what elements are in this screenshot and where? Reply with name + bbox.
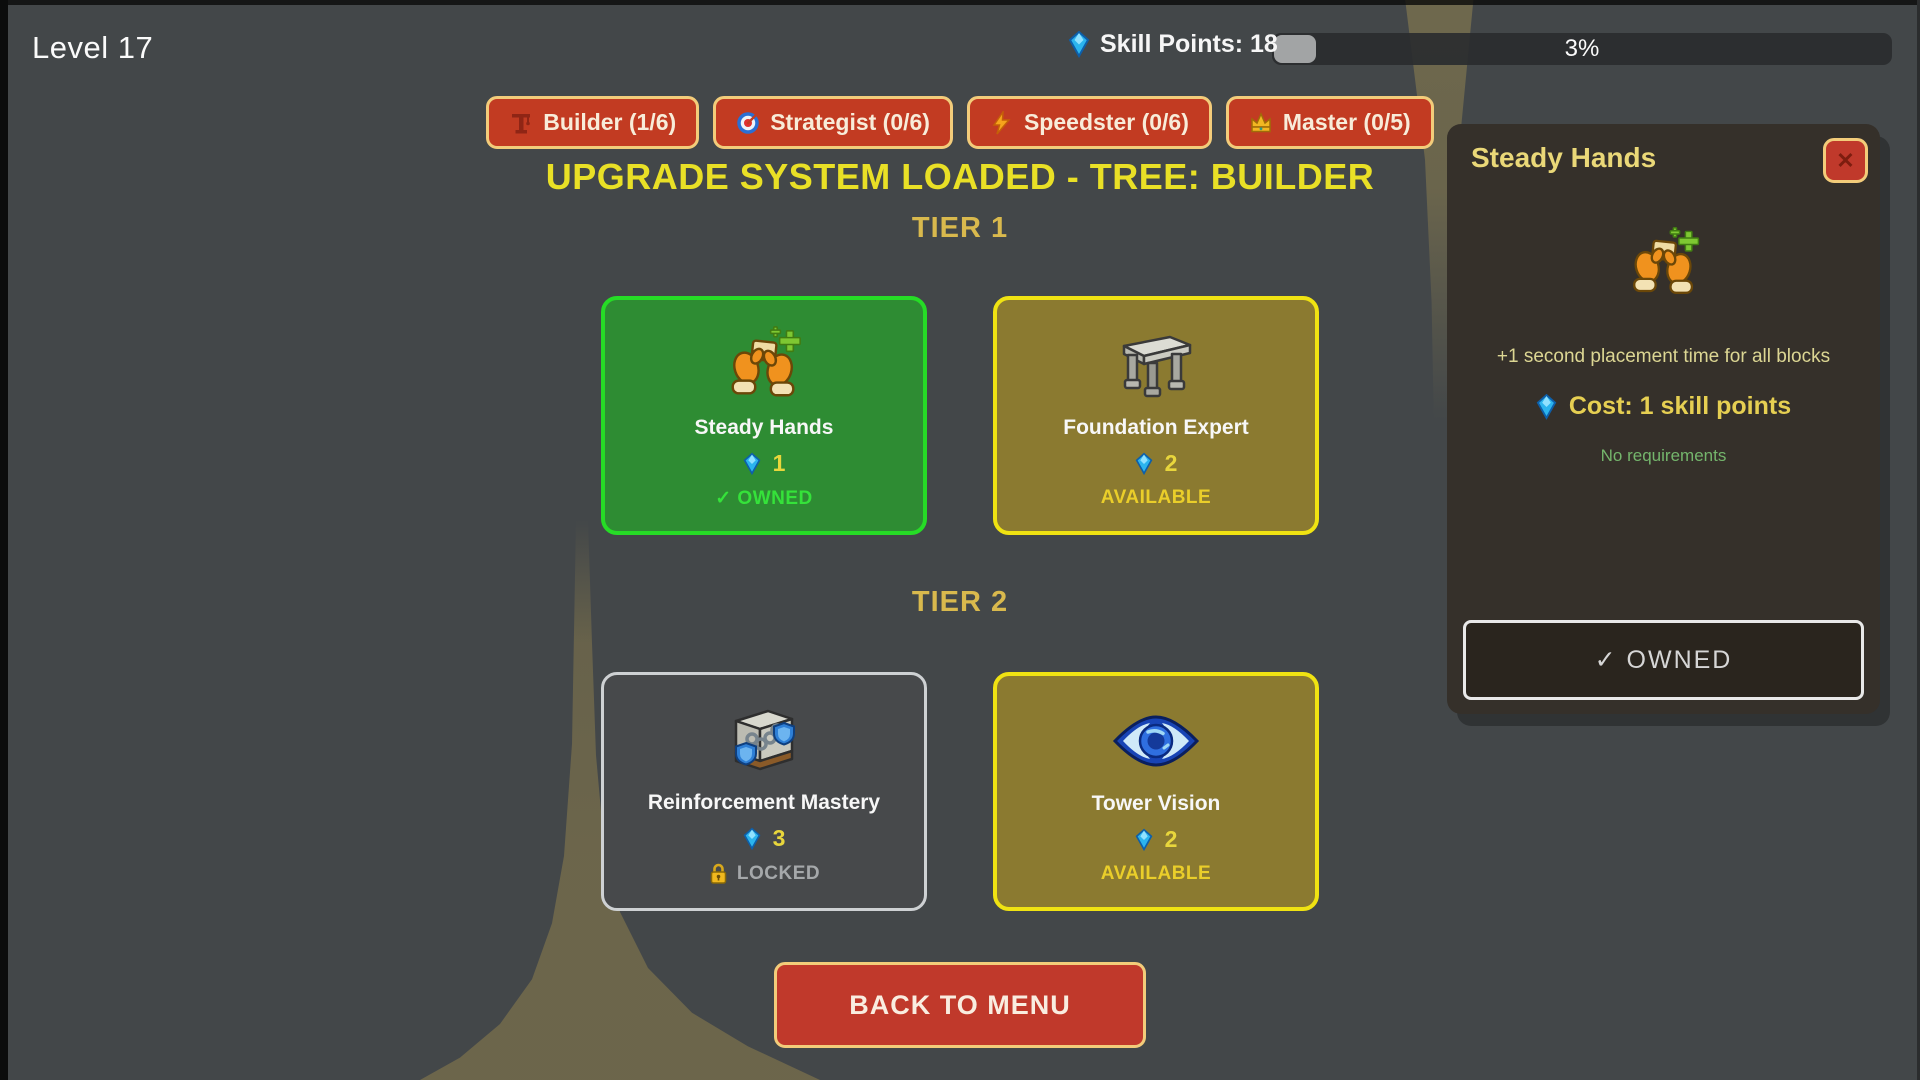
tab-master-label: Master (0/5)	[1282, 109, 1411, 135]
crown-icon	[1251, 112, 1271, 132]
tab-strategist-label: Strategist (0/6)	[770, 109, 930, 135]
gem-icon	[1536, 393, 1556, 419]
skill-cost: 1	[743, 450, 786, 477]
gem-icon	[743, 452, 760, 474]
skill-cost-value: 3	[772, 825, 786, 851]
screen-edge-left	[0, 0, 8, 1080]
close-icon: ✕	[1836, 147, 1855, 173]
close-button[interactable]: ✕	[1823, 138, 1868, 183]
steady-hands-icon	[722, 322, 806, 408]
skill-card-steady-hands[interactable]: Steady Hands 1 ✓ OWNED	[601, 296, 927, 535]
skill-name: Foundation Expert	[1063, 416, 1249, 439]
skill-cost-value: 1	[772, 450, 786, 476]
skill-cost: 2	[1135, 450, 1178, 477]
tab-speedster[interactable]: Speedster (0/6)	[966, 96, 1212, 149]
level-label: Level 17	[32, 30, 154, 65]
screen-edge-right	[1917, 0, 1920, 1080]
skill-card-foundation-expert[interactable]: Foundation Expert 2 AVAILABLE	[993, 296, 1319, 535]
gem-icon	[743, 827, 760, 849]
skill-status: AVAILABLE	[1101, 487, 1211, 509]
tab-builder[interactable]: Builder (1/6)	[486, 96, 700, 149]
skill-status-label: ✓ OWNED	[715, 488, 813, 509]
back-to-menu-label: BACK TO MENU	[849, 989, 1071, 1020]
gem-icon	[1069, 31, 1089, 57]
xp-progress-bar: 3%	[1272, 33, 1892, 65]
owned-button-label: ✓ OWNED	[1594, 646, 1733, 674]
skill-status-label: AVAILABLE	[1100, 487, 1212, 508]
gem-icon	[1135, 828, 1152, 850]
xp-percent-label: 3%	[1564, 35, 1600, 62]
screen-edge-top	[0, 0, 1920, 5]
skill-name: Reinforcement Mastery	[647, 791, 881, 814]
skill-status-label: AVAILABLE	[1100, 863, 1212, 884]
skill-status: AVAILABLE	[1101, 863, 1211, 885]
tab-speedster-label: Speedster (0/6)	[1023, 109, 1189, 135]
xp-progress-fill	[1274, 35, 1316, 63]
tree-tabs: Builder (1/6) Strategist (0/6) Speedster…	[0, 96, 1920, 149]
eye-icon	[1112, 698, 1200, 784]
skill-name: Tower Vision	[1091, 792, 1221, 815]
tab-builder-label: Builder (1/6)	[543, 109, 677, 135]
skill-cost-value: 2	[1164, 450, 1178, 476]
detail-description: +1 second placement time for all blocks	[1496, 346, 1831, 367]
skill-cost: 2	[1135, 826, 1178, 853]
back-to-menu-button[interactable]: BACK TO MENU	[774, 962, 1146, 1048]
tab-master[interactable]: Master (0/5)	[1225, 96, 1434, 149]
steady-hands-icon	[1447, 224, 1880, 304]
skill-cost: 3	[743, 825, 786, 852]
skill-status: ✓ OWNED	[715, 487, 813, 510]
skill-cost-value: 2	[1164, 826, 1178, 852]
skill-points-group: Skill Points: 18	[1068, 30, 1278, 59]
detail-cost-row: Cost: 1 skill points	[1447, 392, 1880, 421]
skill-status: LOCKED	[708, 862, 820, 885]
skill-detail-panel: Steady Hands ✕ +1 second placement time …	[1447, 124, 1880, 714]
skill-name: Steady Hands	[694, 416, 834, 439]
detail-title: Steady Hands	[1471, 142, 1657, 173]
skill-points-label: Skill Points: 18	[1100, 30, 1278, 58]
foundation-icon	[1114, 322, 1198, 408]
skill-status-label: LOCKED	[736, 862, 821, 884]
skill-card-tower-vision[interactable]: Tower Vision 2 AVAILABLE	[993, 672, 1319, 911]
gem-icon	[1135, 452, 1152, 474]
footer: BACK TO MENU	[0, 962, 1920, 1048]
owned-button[interactable]: ✓ OWNED	[1463, 620, 1864, 700]
target-icon	[737, 111, 759, 134]
tier-2-label: TIER 2	[911, 586, 1009, 618]
tier-2-row: Reinforcement Mastery 3 LOCKED Tower Vis…	[0, 672, 1920, 911]
lock-icon	[710, 863, 727, 885]
skill-card-reinforcement-mastery[interactable]: Reinforcement Mastery 3 LOCKED	[601, 672, 927, 911]
tier-1-row: Steady Hands 1 ✓ OWNED Foundation Expert…	[0, 296, 1920, 535]
detail-cost-label: Cost: 1 skill points	[1568, 392, 1792, 420]
tab-strategist[interactable]: Strategist (0/6)	[713, 96, 953, 149]
crane-icon	[512, 113, 531, 133]
page-title: UPGRADE SYSTEM LOADED - TREE: BUILDER	[545, 156, 1375, 197]
detail-requirements: No requirements	[1600, 446, 1727, 465]
tier-1-label: TIER 1	[911, 212, 1009, 244]
reinforced-block-icon	[722, 697, 806, 783]
lightning-icon	[993, 110, 1010, 135]
